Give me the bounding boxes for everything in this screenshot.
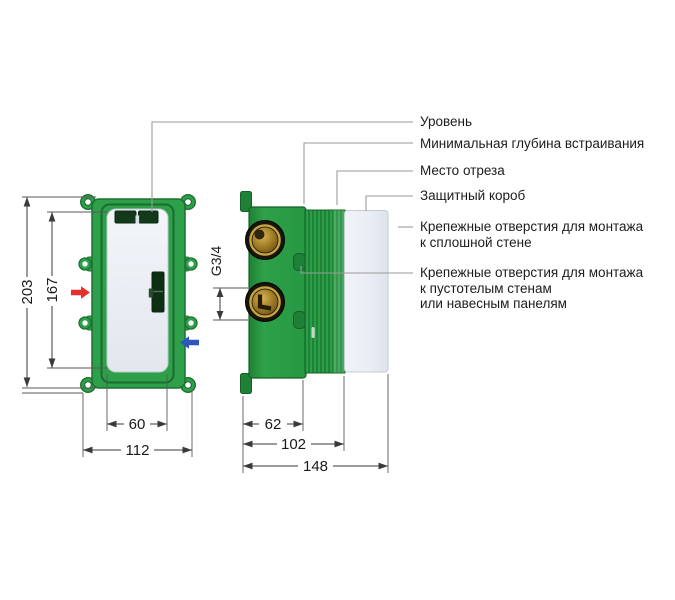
lower-port [245, 282, 285, 322]
hot-water-arrow-icon [71, 286, 90, 299]
ribbed-cut-section [304, 209, 346, 374]
front-view [71, 193, 199, 394]
rib-marker [311, 327, 315, 338]
extension-lines [22, 196, 389, 473]
dim-overall-height: 203 [19, 197, 36, 387]
dim-text-167: 167 [44, 277, 61, 302]
dim-text-g34: G3/4 [208, 246, 224, 277]
leader-lines [151, 121, 413, 274]
label-min-embed-depth: Минимальная глубина встраивания [420, 136, 645, 151]
label-hollow-wall-mount: Крепежные отверстия для монтажа к пустот… [420, 265, 644, 311]
upper-port-hole [254, 229, 265, 240]
dim-text-60: 60 [129, 416, 146, 433]
protective-box-body [344, 210, 389, 373]
label-solid-wall-mount: Крепежные отверстия для монтажа к сплошн… [420, 219, 644, 250]
label-level: Уровень [420, 114, 473, 129]
rib-highlight [333, 210, 345, 373]
dim-text-203: 203 [19, 279, 36, 304]
dimensions: 203 167 60 112 G3/4 [19, 197, 388, 475]
dim-thread-size: G3/4 [208, 246, 224, 320]
leader-cut-line [336, 170, 413, 205]
dim-text-62: 62 [265, 416, 282, 433]
label-protective-box: Защитный короб [420, 188, 526, 203]
cold-water-arrow-icon [180, 336, 199, 349]
dim-flange-depth: 62 [243, 416, 303, 433]
leader-protective-box [365, 195, 413, 211]
dim-text-102: 102 [281, 436, 306, 453]
frame-groove [100, 203, 175, 384]
dim-overall-width: 112 [83, 442, 192, 459]
lower-port-mark [257, 294, 272, 311]
bracket-tab-bottom [240, 373, 252, 394]
leader-min-depth [303, 142, 413, 204]
dim-body-height: 167 [44, 212, 61, 368]
dim-text-148: 148 [303, 458, 328, 475]
front-face-plate [106, 208, 169, 373]
dim-text-112: 112 [126, 442, 150, 459]
hollow-wall-tab-lower [293, 311, 306, 329]
dim-body-depth: 102 [243, 436, 344, 453]
hollow-wall-tab-upper [293, 253, 306, 271]
label-cut-line: Место отреза [420, 163, 505, 178]
dim-inner-width: 60 [107, 416, 167, 433]
dim-overall-depth: 148 [243, 458, 388, 475]
leader-level [151, 121, 413, 212]
leader-hollow-wall [300, 266, 413, 274]
side-view [240, 191, 389, 394]
bracket-tab-top [240, 191, 252, 212]
cartridge-slot [148, 271, 165, 313]
upper-port [245, 220, 285, 260]
level-slot-tab [135, 215, 140, 224]
level-slot [114, 210, 159, 224]
